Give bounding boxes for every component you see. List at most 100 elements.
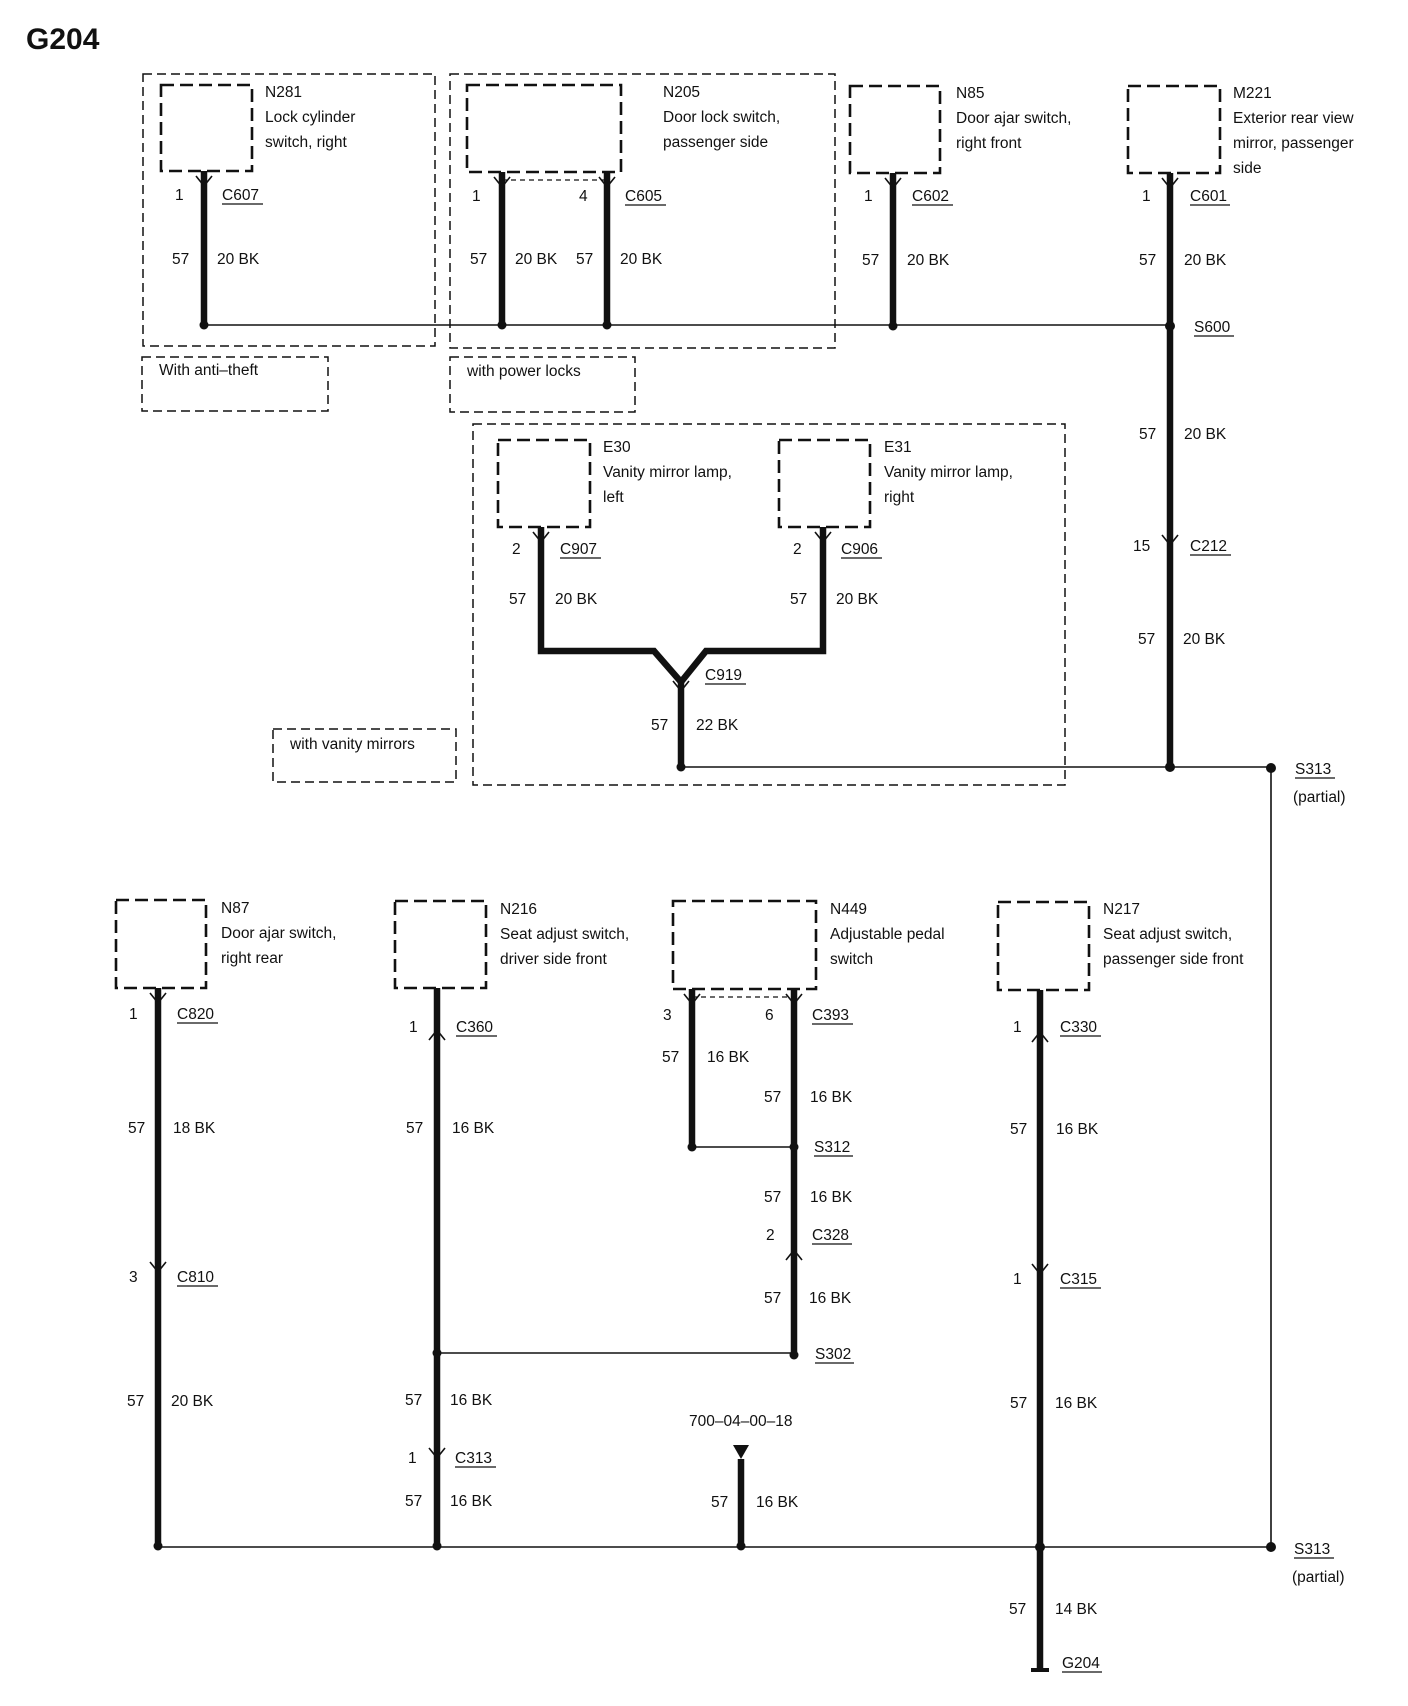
vanity-mirrors-label-box xyxy=(272,728,457,783)
n87-desc-line2: right rear xyxy=(221,950,283,967)
e30-component-box xyxy=(496,438,592,529)
wire-c328-circuit: 57 xyxy=(764,1290,781,1307)
n216-component-box xyxy=(393,899,488,990)
n449-desc-line2: switch xyxy=(830,951,873,968)
wire-n281-gauge: 20 BK xyxy=(217,251,260,268)
wire-c313-gauge: 16 BK xyxy=(450,1493,493,1510)
connector-c810-symbol xyxy=(149,1261,167,1274)
wire-c328-gauge: 16 BK xyxy=(809,1290,852,1307)
n216-id: N216 xyxy=(500,901,537,918)
n205-id: N205 xyxy=(663,84,700,101)
c601-pin: 1 xyxy=(1142,188,1151,205)
connector-c212-symbol xyxy=(1161,534,1179,547)
wire-s302-circuit: 57 xyxy=(405,1392,422,1409)
wire-n449b-circuit: 57 xyxy=(764,1089,781,1106)
c907-label: C907 xyxy=(560,541,597,558)
c212-label: C212 xyxy=(1190,538,1227,555)
connector-c328-symbol xyxy=(785,1248,803,1261)
splice-s600-label: S600 xyxy=(1194,319,1231,336)
power-locks-label: with power locks xyxy=(466,363,581,380)
wire-c919-circuit: 57 xyxy=(651,717,668,734)
wire-ground-gauge: 14 BK xyxy=(1055,1601,1098,1618)
n217-desc-line2: passenger side front xyxy=(1103,951,1244,968)
e31-id: E31 xyxy=(884,439,912,456)
wire-c810-circuit: 57 xyxy=(127,1393,144,1410)
splice-s312-label: S312 xyxy=(814,1139,850,1156)
splice-s313-bottom-label: S313 xyxy=(1294,1541,1330,1558)
n216-desc-line1: Seat adjust switch, xyxy=(500,926,629,943)
anti-theft-group-box xyxy=(142,73,436,347)
wire-e30-gauge: 20 BK xyxy=(555,591,598,608)
n217-desc-line1: Seat adjust switch, xyxy=(1103,926,1232,943)
connector-c919-symbol xyxy=(672,680,690,693)
splice-s313-bottom-dot xyxy=(1266,1542,1276,1552)
n449-component-box xyxy=(671,899,818,991)
anti-theft-label-box xyxy=(141,356,329,412)
reference-code: 700–04–00–18 xyxy=(689,1413,792,1430)
diagram-title: G204 xyxy=(26,23,100,56)
wire-n449a-gauge: 16 BK xyxy=(707,1049,750,1066)
wire-s312-gauge: 16 BK xyxy=(810,1189,853,1206)
n217-component-box xyxy=(996,900,1091,992)
c906-label: C906 xyxy=(841,541,878,558)
wire-ref-gauge: 16 BK xyxy=(756,1494,799,1511)
wire-n281-circuit: 57 xyxy=(172,251,189,268)
e30-desc-line1: Vanity mirror lamp, xyxy=(603,464,732,481)
wire-c315-gauge: 16 BK xyxy=(1055,1395,1098,1412)
c328-pin: 2 xyxy=(766,1227,775,1244)
c330-label: C330 xyxy=(1060,1019,1097,1036)
n85-id: N85 xyxy=(956,85,984,102)
power-locks-group-box xyxy=(449,73,836,349)
splice-s313-top-label: S313 xyxy=(1295,761,1331,778)
n205-desc-line2: passenger side xyxy=(663,134,768,151)
reference-arrow-icon xyxy=(733,1445,749,1459)
c605-label: C605 xyxy=(625,188,662,205)
n87-component-box xyxy=(114,898,208,990)
e31-desc-line1: Vanity mirror lamp, xyxy=(884,464,1013,481)
vanity-mirrors-label: with vanity mirrors xyxy=(289,736,415,753)
c820-pin: 1 xyxy=(129,1006,138,1023)
n281-component-box xyxy=(159,83,254,173)
m221-desc-line3: side xyxy=(1233,160,1261,177)
wire-n217-gauge: 16 BK xyxy=(1056,1121,1099,1138)
m221-id: M221 xyxy=(1233,85,1272,102)
wire-e31-gauge: 20 BK xyxy=(836,591,879,608)
c313-label: C313 xyxy=(455,1450,492,1467)
n281-desc-line1: Lock cylinder xyxy=(265,109,355,126)
power-locks-label-box xyxy=(449,356,636,413)
n449-desc-line1: Adjustable pedal xyxy=(830,926,945,943)
c607-pin: 1 xyxy=(175,187,184,204)
wire-n217-circuit: 57 xyxy=(1010,1121,1027,1138)
wire-e30-circuit: 57 xyxy=(509,591,526,608)
wire-n87-circuit: 57 xyxy=(128,1120,145,1137)
c907-pin: 2 xyxy=(512,541,521,558)
splice-s302-label: S302 xyxy=(815,1346,851,1363)
splice-s313-top-note: (partial) xyxy=(1293,789,1346,806)
c605-pin1: 1 xyxy=(472,188,481,205)
c919-label: C919 xyxy=(705,667,742,684)
n85-component-box xyxy=(848,84,942,175)
c393-pin3: 3 xyxy=(663,1007,672,1024)
c605-pin4: 4 xyxy=(579,188,588,205)
wire-n85-circuit: 57 xyxy=(862,252,879,269)
c360-pin: 1 xyxy=(409,1019,418,1036)
connector-c313-symbol xyxy=(428,1447,446,1460)
wire-n449a-circuit: 57 xyxy=(662,1049,679,1066)
n85-desc-line2: right front xyxy=(956,135,1022,152)
c810-pin: 3 xyxy=(129,1269,138,1286)
n281-id: N281 xyxy=(265,84,302,101)
wire-s600-c212-gauge: 20 BK xyxy=(1184,426,1227,443)
c330-pin: 1 xyxy=(1013,1019,1022,1036)
c602-label: C602 xyxy=(912,188,949,205)
ground-symbol-icon xyxy=(1031,1668,1049,1672)
splice-s302-dot xyxy=(789,1350,799,1360)
c315-pin: 1 xyxy=(1013,1271,1022,1288)
wire-n85-gauge: 20 BK xyxy=(907,252,950,269)
wire-n449b-gauge: 16 BK xyxy=(810,1089,853,1106)
c820-label: C820 xyxy=(177,1006,214,1023)
e30-desc-line2: left xyxy=(603,489,624,506)
wire-n205b-gauge: 20 BK xyxy=(620,251,663,268)
ground-g204-label: G204 xyxy=(1062,1655,1100,1672)
n87-id: N87 xyxy=(221,900,249,917)
c393-pin6: 6 xyxy=(765,1007,774,1024)
